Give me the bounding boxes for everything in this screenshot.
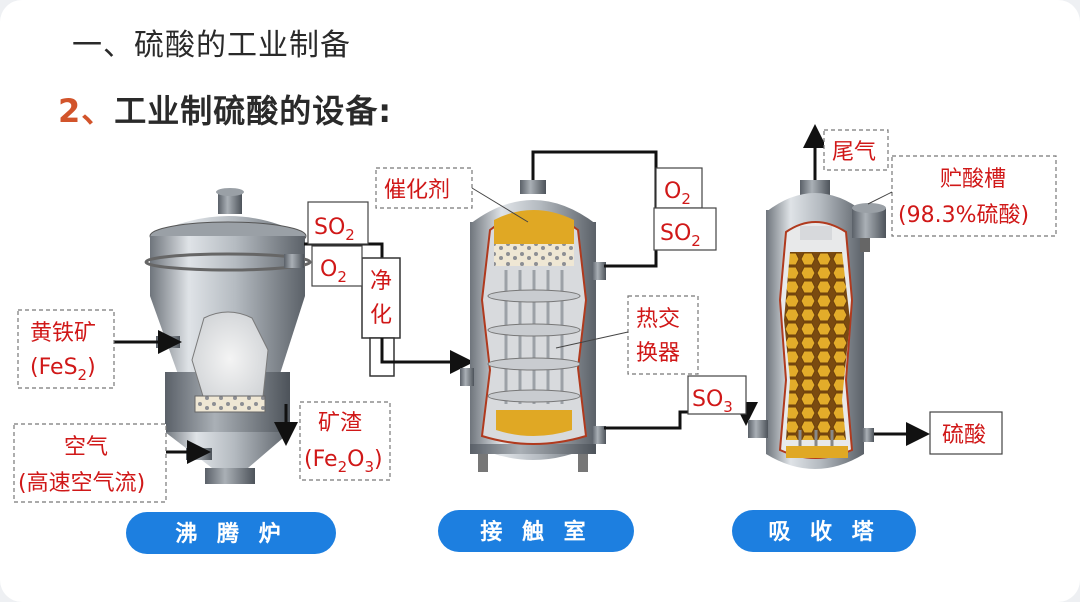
acid-tank-note: (98.3%硫酸) <box>898 203 1029 228</box>
slag-label: 矿渣 <box>318 411 362 436</box>
air-note: (高速空气流) <box>18 471 145 496</box>
absorber-pill <box>732 510 916 552</box>
pyrite-label: 黄铁矿 <box>30 321 96 346</box>
acid-tank-label: 贮酸槽 <box>940 167 1006 192</box>
acid-tank-label-box <box>891 155 1057 237</box>
boiling-furnace <box>112 188 474 484</box>
slag-label-box <box>299 401 391 481</box>
o2-out-box <box>311 245 363 287</box>
contact-chamber <box>460 150 758 472</box>
purify-char-2: 化 <box>370 303 392 328</box>
o2-recycle-label: O2 <box>664 179 691 208</box>
purify-char-1: 净 <box>370 269 392 294</box>
section-heading: 一、硫酸的工业制备 <box>72 28 351 63</box>
furnace-pill <box>126 512 336 554</box>
heat-exchanger-label-box <box>627 295 699 375</box>
subsection-title: 工业制硫酸的设备: <box>114 92 393 130</box>
so2-recycle-label: SO2 <box>660 221 701 250</box>
catalyst-label-box <box>375 167 473 209</box>
so3-box <box>687 375 747 415</box>
absorption-tower <box>748 124 930 469</box>
absorber-pill-label: 吸 收 塔 <box>768 519 879 545</box>
tail-gas-label-box <box>823 129 889 171</box>
heat-exchanger-label-1: 热交 <box>636 307 680 332</box>
so3-label: SO3 <box>692 387 733 416</box>
catalyst-label: 催化剂 <box>384 178 450 203</box>
so2-out-label: SO2 <box>314 215 355 244</box>
contact-chamber-pill <box>438 510 634 552</box>
tail-gas-label: 尾气 <box>832 140 876 165</box>
air-label-box <box>13 423 167 503</box>
pyrite-formula: (FeS2) <box>30 355 96 384</box>
so2-out-box <box>307 201 369 245</box>
so2-recycle-box <box>653 207 717 251</box>
furnace-pill-label: 沸 腾 炉 <box>175 522 286 547</box>
air-label: 空气 <box>64 435 108 460</box>
acid-out-box <box>929 411 1003 455</box>
acid-out-label: 硫酸 <box>942 423 986 448</box>
subsection-heading: 2、工业制硫酸的设备: <box>58 86 392 132</box>
pyrite-label-box <box>17 309 115 389</box>
subsection-number: 2、 <box>58 92 115 130</box>
heat-exchanger-label-2: 换器 <box>636 341 680 366</box>
contact-chamber-pill-label: 接 触 室 <box>480 519 591 545</box>
o2-out-label: O2 <box>320 257 347 286</box>
o2-recycle-box <box>655 167 703 209</box>
